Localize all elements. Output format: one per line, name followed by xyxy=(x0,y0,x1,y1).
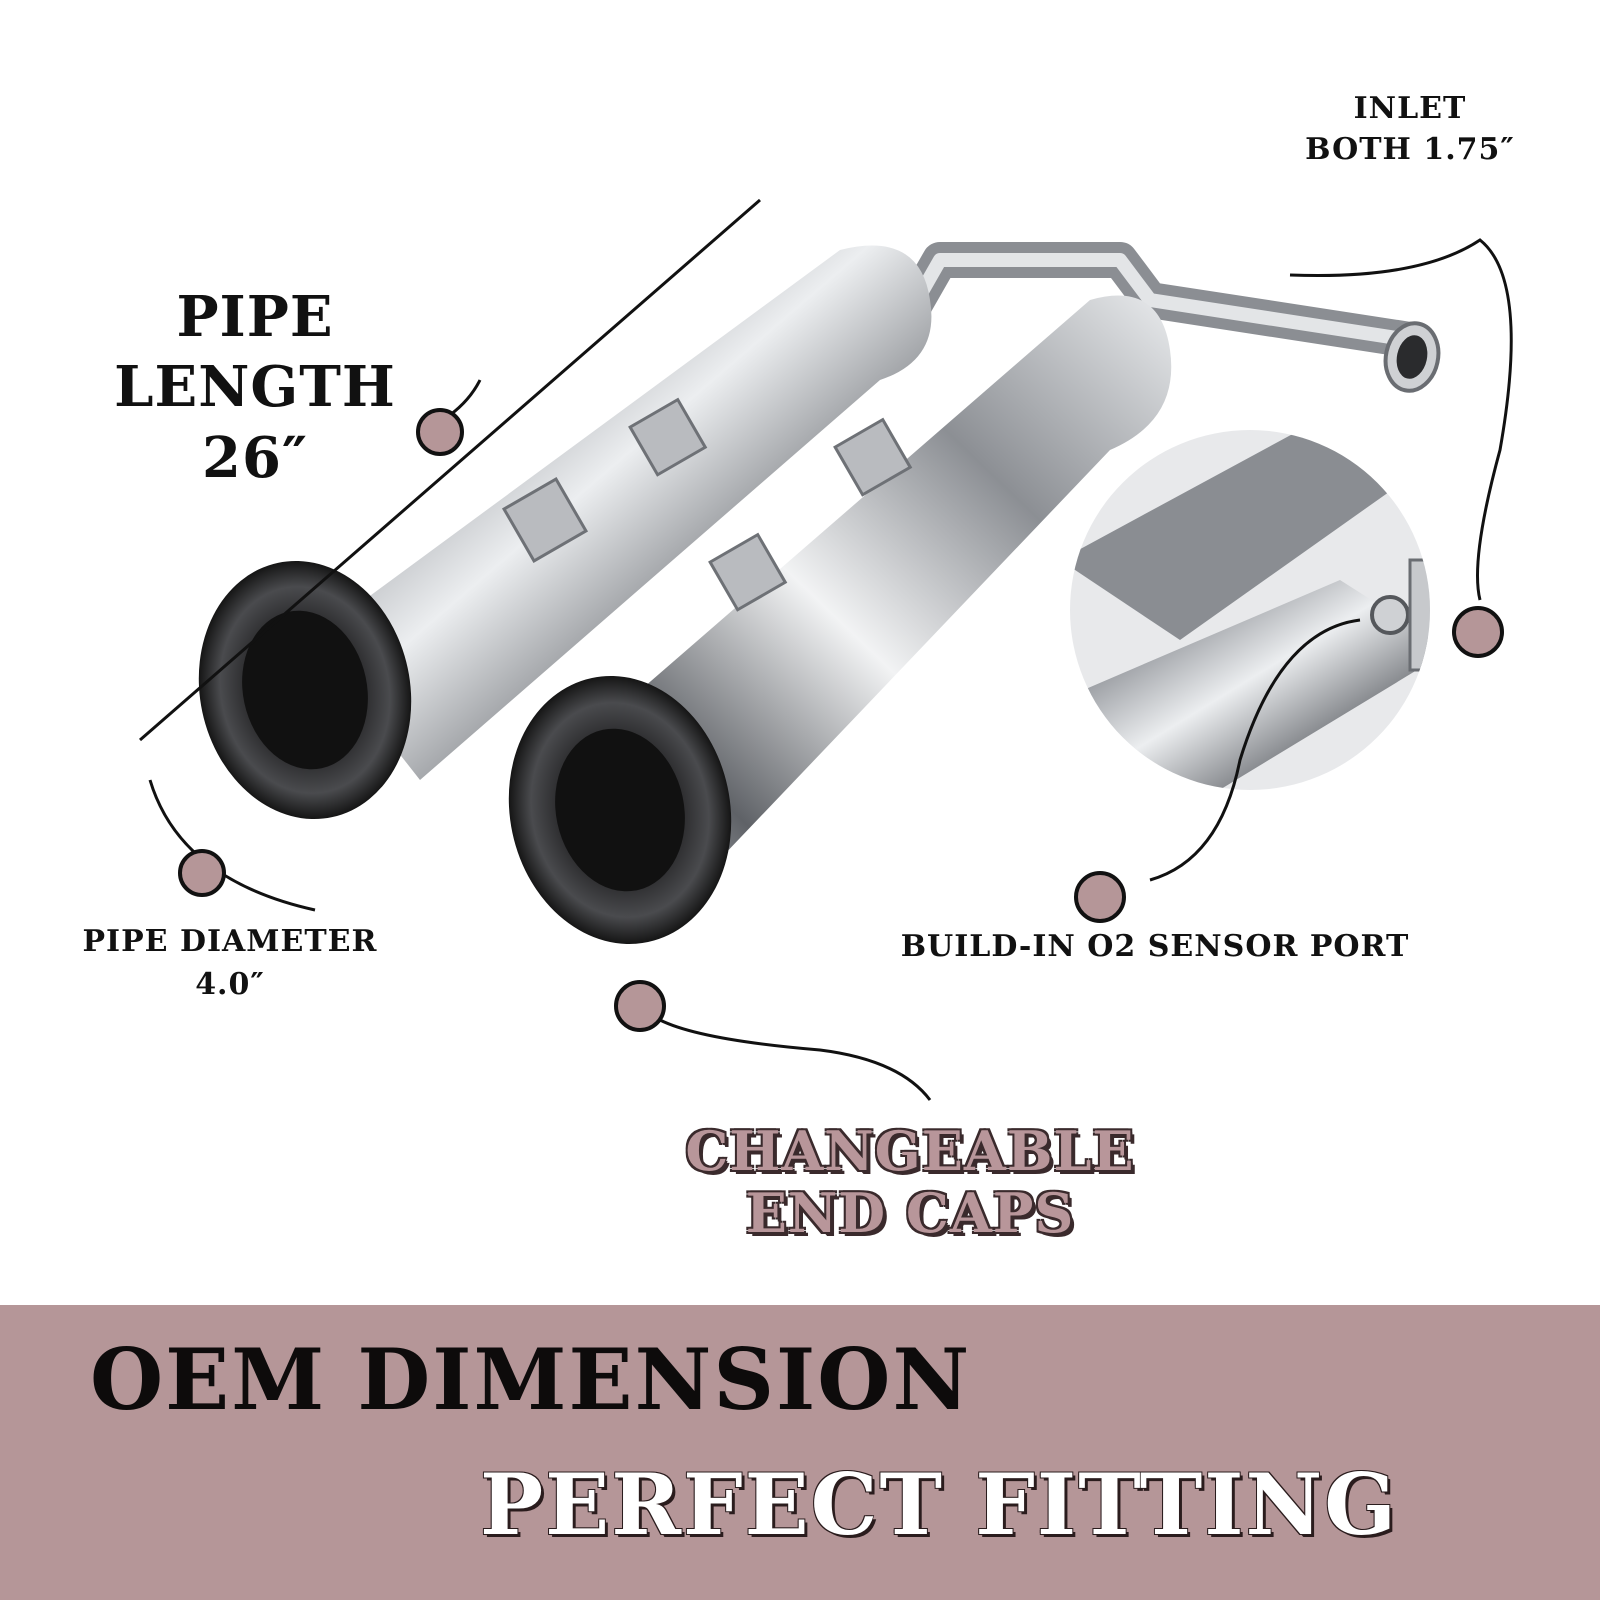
callout-dot-inlet xyxy=(1452,606,1504,658)
pipe-length-line-2: LENGTH xyxy=(114,354,396,421)
inlet-line-2: BOTH 1.75″ xyxy=(1305,131,1515,167)
inlet-label: INLET BOTH 1.75″ xyxy=(1270,91,1550,167)
inlet-line-1: INLET xyxy=(1353,91,1467,126)
end-caps-line-2: END CAPS xyxy=(745,1181,1075,1246)
callout-dot-diameter xyxy=(178,849,226,897)
o2-sensor-zoom xyxy=(1070,430,1430,790)
pipe-length-line-3: 26″ xyxy=(202,424,308,491)
exhaust-illustration xyxy=(139,198,1513,1101)
pipe-diameter-line-1: PIPE DIAMETER xyxy=(82,924,378,959)
muffler-right xyxy=(508,295,1172,945)
bottom-banner xyxy=(0,1305,1600,1600)
pipe-length-label: PIPE LENGTH 26″ xyxy=(100,284,410,491)
banner-line-2: PERFECT FITTING xyxy=(480,1455,1399,1554)
banner-line-1: OEM DIMENSION xyxy=(90,1330,972,1429)
end-caps-label: CHANGEABLE END CAPS xyxy=(640,1120,1180,1244)
pipe-diameter-label: PIPE DIAMETER 4.0″ xyxy=(30,924,430,1002)
header-pipe xyxy=(882,242,1441,393)
callout-dot-length xyxy=(416,408,464,456)
callout-dot-o2 xyxy=(1074,871,1126,923)
callout-dots xyxy=(178,408,1504,1032)
pipe-diameter-line-2: 4.0″ xyxy=(195,966,265,1002)
callout-dot-endcaps xyxy=(614,980,666,1032)
muffler-left xyxy=(198,245,932,820)
o2-sensor-label: BUILD-IN O2 SENSOR PORT xyxy=(900,929,1410,964)
callout-lines xyxy=(139,198,1513,1101)
end-caps-line-1: CHANGEABLE xyxy=(685,1119,1135,1183)
pipe-length-line-1: PIPE xyxy=(176,284,334,350)
